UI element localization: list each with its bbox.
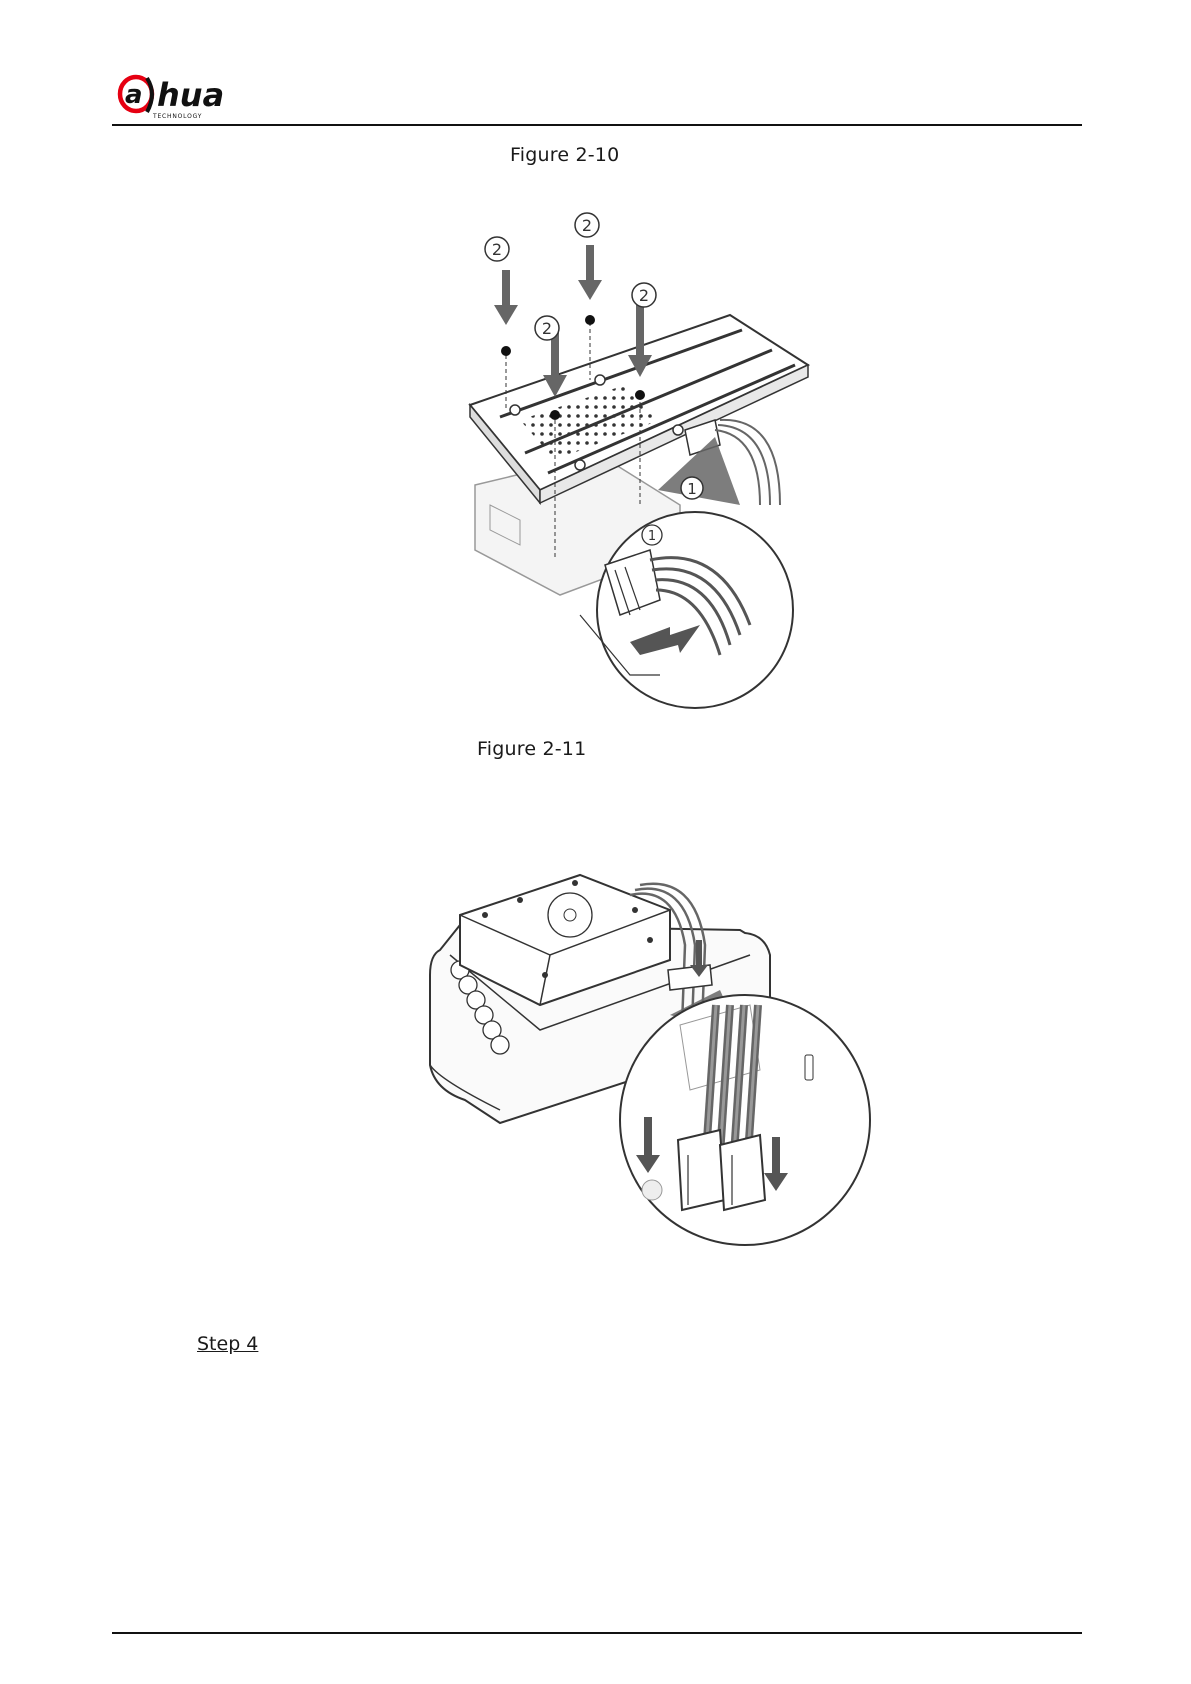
figure-caption: Figure 2-10 <box>510 144 619 166</box>
header-rule <box>112 124 1082 126</box>
figure-caption: Figure 2-11 <box>477 738 586 760</box>
svg-text:2: 2 <box>582 216 592 235</box>
callout-2: 2 <box>535 316 559 340</box>
figure-2-11-illustration <box>420 855 880 1290</box>
callout-1: 1 <box>681 477 703 499</box>
figure-2-10-illustration: 2 2 2 2 1 1 <box>430 205 850 720</box>
footer-rule <box>112 1632 1082 1634</box>
svg-text:1: 1 <box>687 480 697 498</box>
callout-2: 2 <box>632 283 656 307</box>
svg-text:a: a <box>125 80 143 110</box>
svg-text:2: 2 <box>492 240 502 259</box>
svg-text:2: 2 <box>639 286 649 305</box>
svg-text:1: 1 <box>648 529 656 544</box>
step-label: Step 4 <box>197 1333 258 1355</box>
svg-text:TECHNOLOGY: TECHNOLOGY <box>152 113 202 120</box>
callout-2: 2 <box>485 237 509 261</box>
callout-2: 2 <box>575 213 599 237</box>
brand-logo: a hua TECHNOLOGY <box>117 72 257 122</box>
svg-text:2: 2 <box>542 319 552 338</box>
svg-text:hua: hua <box>157 76 224 114</box>
callout-1: 1 <box>642 525 662 545</box>
